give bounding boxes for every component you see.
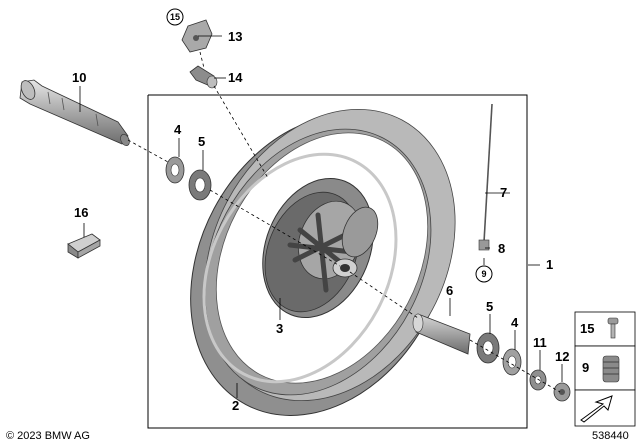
callout-3: 3: [276, 321, 283, 336]
wheel-hub: [262, 177, 379, 319]
right-spacer-ring: [502, 348, 522, 376]
legend-plug-icon: [602, 355, 620, 383]
leader-lines: [79, 35, 563, 398]
assembly-frame: [147, 94, 528, 429]
callout-14: 14: [228, 70, 243, 85]
pin: [483, 103, 493, 243]
balance-weight: [67, 233, 101, 259]
callout-16: 16: [74, 205, 88, 220]
callout-8: 8: [498, 241, 505, 256]
callout-12: 12: [555, 349, 569, 364]
legend-arrow-icon: [580, 395, 613, 423]
callout-1: 1: [546, 257, 553, 272]
legend-item-15: 15: [580, 321, 594, 336]
circled-callout-15: 15: [166, 8, 184, 26]
callout-6: 6: [446, 283, 453, 298]
collar-nut: [529, 369, 547, 391]
circled-callout-15-label: 15: [170, 12, 180, 22]
callout-10: 10: [72, 70, 86, 85]
explode-lines: [127, 51, 561, 393]
callout-13: 13: [228, 29, 242, 44]
callout-5-left: 5: [198, 134, 205, 149]
diagram-part-number: 538440: [592, 430, 629, 442]
callout-4-left: 4: [174, 122, 182, 137]
copyright-text: © 2023 BMW AG: [6, 430, 90, 442]
left-ball-bearing: [188, 169, 212, 201]
left-spacer-ring: [165, 156, 185, 184]
spacer-bushing: [412, 313, 471, 355]
o-ring: [478, 239, 490, 251]
callout-7: 7: [500, 185, 507, 200]
circled-callout-9-label: 9: [481, 269, 486, 279]
callout-4-right: 4: [511, 315, 519, 330]
clamping-screw: [553, 382, 571, 402]
circled-callout-9: 9: [475, 265, 493, 283]
callout-2: 2: [232, 398, 239, 413]
parts-legend: 15 9: [574, 311, 636, 427]
tire-valve: [189, 65, 218, 89]
legend-screw-icon: [607, 317, 619, 339]
sensor-bracket: [181, 19, 213, 53]
quick-release-axle: [19, 79, 130, 146]
callout-11: 11: [533, 335, 547, 350]
legend-item-9: 9: [582, 360, 589, 375]
callout-5-right: 5: [486, 299, 493, 314]
right-ball-bearing: [476, 332, 500, 364]
